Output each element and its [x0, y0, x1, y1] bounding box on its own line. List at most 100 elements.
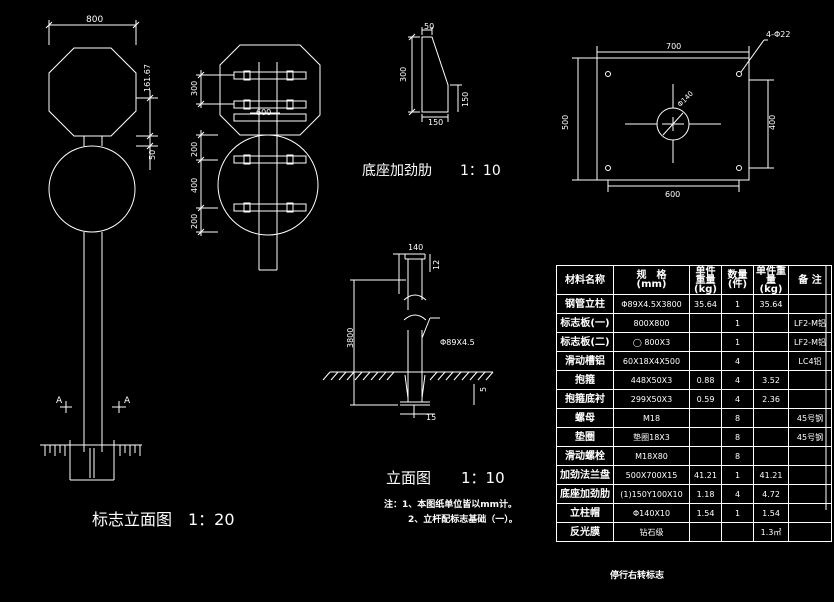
base-plate-view: [572, 39, 774, 192]
table-cell: 2.36: [753, 389, 789, 409]
circle-sign-panel: [48, 145, 136, 233]
rib-detail-view: [408, 27, 462, 122]
table-cell: 1.3㎡: [753, 522, 789, 542]
table-cell: 4: [721, 370, 754, 390]
table-header-row: 材料名称规 格 (mm)单件重量 (kg)数量 (件)单件重量 (kg)备 注: [556, 265, 832, 295]
section-mark-right: A: [124, 396, 131, 406]
dim-plate-bottom: 600: [665, 190, 681, 199]
table-cell: 标志板(一): [556, 313, 614, 333]
table-cell: 41.21: [689, 465, 722, 485]
table-header-cell: 单件重量 (kg): [753, 265, 789, 295]
rib-detail-title: 底座加劲肋 1：10: [362, 163, 501, 179]
table-cell: Φ140X10: [613, 503, 690, 523]
dim-main-d1: 161.67: [143, 64, 152, 92]
dim-post-pipe: Φ89X4.5: [440, 338, 475, 347]
table-cell: [689, 427, 722, 447]
table-cell: 3.52: [753, 370, 789, 390]
table-cell: 0.59: [689, 389, 722, 409]
main-elevation-view: [40, 20, 158, 481]
table-cell: [689, 332, 722, 352]
table-cell: 1.54: [753, 503, 789, 523]
table-cell: [788, 370, 832, 390]
table-cell: [788, 465, 832, 485]
table-cell: 垫圈: [556, 427, 614, 447]
dim-post-side: 5: [479, 386, 488, 392]
table-header-cell: 材料名称: [556, 265, 614, 295]
table-cell: [788, 446, 832, 466]
table-header-cell: 单件重量 (kg): [689, 265, 722, 295]
table-cell: 0.88: [689, 370, 722, 390]
table-cell: 1: [721, 465, 754, 485]
octagon-sign-panel: [48, 47, 137, 137]
table-cell: [788, 294, 832, 314]
table-header-cell: 规 格 (mm): [613, 265, 690, 295]
table-cell: (1)150Y100X10: [613, 484, 690, 504]
table-cell: LF2-M铝: [788, 332, 832, 352]
table-cell: 抱箍: [556, 370, 614, 390]
table-cell: LF2-M铝: [788, 313, 832, 333]
table-cell: 反光膜: [556, 522, 614, 542]
post-elevation-view: [322, 253, 494, 418]
table-cell: 钻石级: [613, 522, 690, 542]
table-cell: 4: [721, 484, 754, 504]
table-cell: [689, 446, 722, 466]
table-cell: 加劲法兰盘: [556, 465, 614, 485]
table-cell: 1: [721, 313, 754, 333]
table-cell: [753, 446, 789, 466]
table-cell: [753, 313, 789, 333]
table-cell: [788, 503, 832, 523]
table-cell: [689, 351, 722, 371]
table-cell: 4.72: [753, 484, 789, 504]
table-cell: [788, 484, 832, 504]
table-cell: 标志板(二): [556, 332, 614, 352]
table-cell: 4: [721, 389, 754, 409]
table-cell: 60X18X4X500: [613, 351, 690, 371]
note-line-1: 注：1、本图纸单位皆以mm计。: [384, 500, 518, 510]
table-cell: 垫圈18X3: [613, 427, 690, 447]
table-cell: 448X50X3: [613, 370, 690, 390]
dim-rib-side: 150: [461, 91, 470, 107]
table-cell: 45号钢: [788, 408, 832, 428]
note-line-2: 2、立杆配标志基础（一）。: [408, 515, 518, 525]
table-cell: 螺母: [556, 408, 614, 428]
panel-back-view: [196, 44, 321, 271]
section-mark-left: A: [56, 396, 63, 406]
dim-post-top: 140: [408, 243, 424, 252]
dim-main-d2: 50: [148, 149, 157, 160]
dim-rib-height: 300: [399, 66, 408, 82]
main-elevation-title: 标志立面图 1：20: [92, 510, 235, 529]
materials-table: 材料名称规 格 (mm)单件重量 (kg)数量 (件)单件重量 (kg)备 注钢…: [556, 265, 832, 542]
table-cell: [753, 408, 789, 428]
table-cell: 抱箍底衬: [556, 389, 614, 409]
table-cell: 8: [721, 446, 754, 466]
table-cell: 1.18: [689, 484, 722, 504]
table-cell: [753, 332, 789, 352]
table-cell: [689, 313, 722, 333]
dim-plate-holes: 4-Φ22: [766, 30, 791, 39]
dim-panel-a: 300: [190, 80, 199, 96]
dim-panel-c: 200: [190, 141, 199, 157]
table-cell: [753, 427, 789, 447]
table-cell: 1: [721, 294, 754, 314]
table-cell: 35.64: [689, 294, 722, 314]
table-cell: [689, 408, 722, 428]
table-cell: [753, 351, 789, 371]
table-cell: 滑动槽铝: [556, 351, 614, 371]
dim-plate-right: 400: [768, 114, 777, 130]
table-cell: LC4铝: [788, 351, 832, 371]
table-cell: 8: [721, 408, 754, 428]
table-cell: 1: [721, 503, 754, 523]
table-row: 反光膜钻石级 1.3㎡: [556, 522, 832, 542]
table-cell: 35.64: [753, 294, 789, 314]
